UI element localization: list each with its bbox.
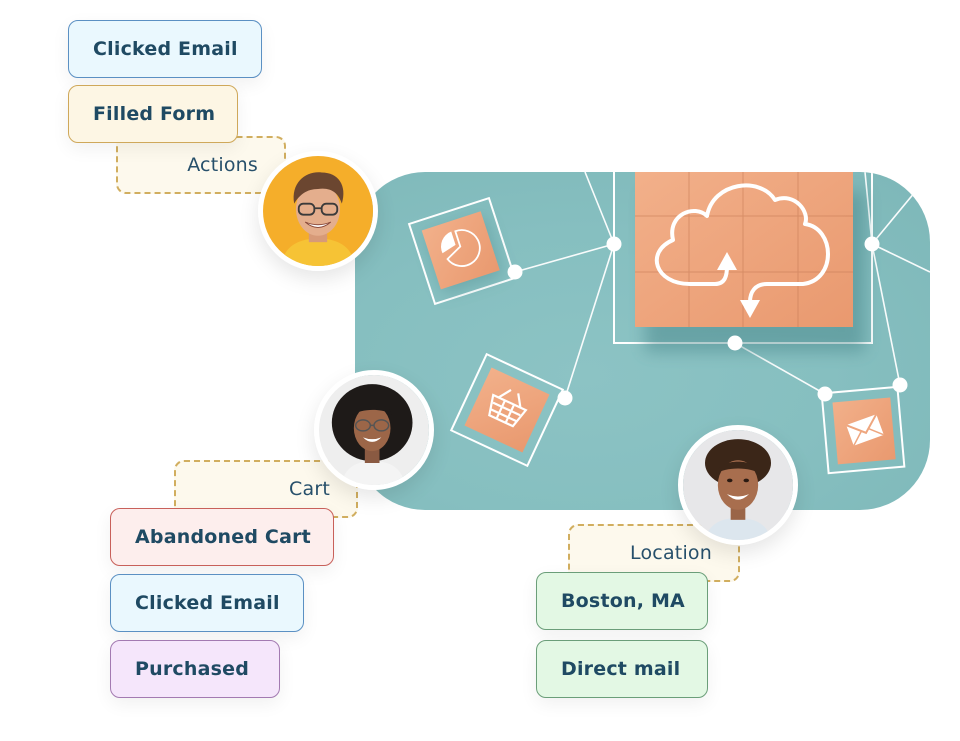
person-portrait-icon — [263, 156, 373, 266]
tag-label: Abandoned Cart — [135, 526, 311, 548]
network-illustration — [407, 172, 930, 475]
network-illustration-panel — [355, 172, 930, 510]
pie-chart-icon — [440, 229, 481, 267]
person-portrait-icon — [683, 430, 793, 540]
shopping-basket-icon — [488, 389, 528, 428]
cloud-block — [635, 172, 853, 327]
avatar-man-curly — [678, 425, 798, 545]
cart-label-text: Cart — [289, 478, 330, 500]
tag-clicked-email-actions[interactable]: Clicked Email — [68, 20, 262, 78]
envelope-icon — [845, 413, 885, 447]
tag-boston-ma[interactable]: Boston, MA — [536, 572, 708, 630]
person-portrait-icon — [319, 375, 429, 485]
avatar-woman-curly — [314, 370, 434, 490]
tag-label: Purchased — [135, 658, 250, 680]
tag-label: Clicked Email — [93, 38, 238, 60]
tag-label: Direct mail — [561, 658, 681, 680]
location-label-text: Location — [630, 542, 712, 564]
tag-purchased[interactable]: Purchased — [110, 640, 280, 698]
tag-label: Clicked Email — [135, 592, 280, 614]
tag-direct-mail[interactable]: Direct mail — [536, 640, 708, 698]
tag-label: Boston, MA — [561, 590, 685, 612]
tag-clicked-email-cart[interactable]: Clicked Email — [110, 574, 304, 632]
network-nodes — [507, 236, 908, 406]
tag-abandoned-cart[interactable]: Abandoned Cart — [110, 508, 334, 566]
actions-group-label: Actions — [116, 136, 286, 194]
avatar-man-glasses — [258, 151, 378, 271]
pie-chart-cube — [407, 196, 517, 306]
tag-filled-form[interactable]: Filled Form — [68, 85, 238, 143]
actions-label-text: Actions — [187, 154, 258, 176]
tag-label: Filled Form — [93, 103, 216, 125]
